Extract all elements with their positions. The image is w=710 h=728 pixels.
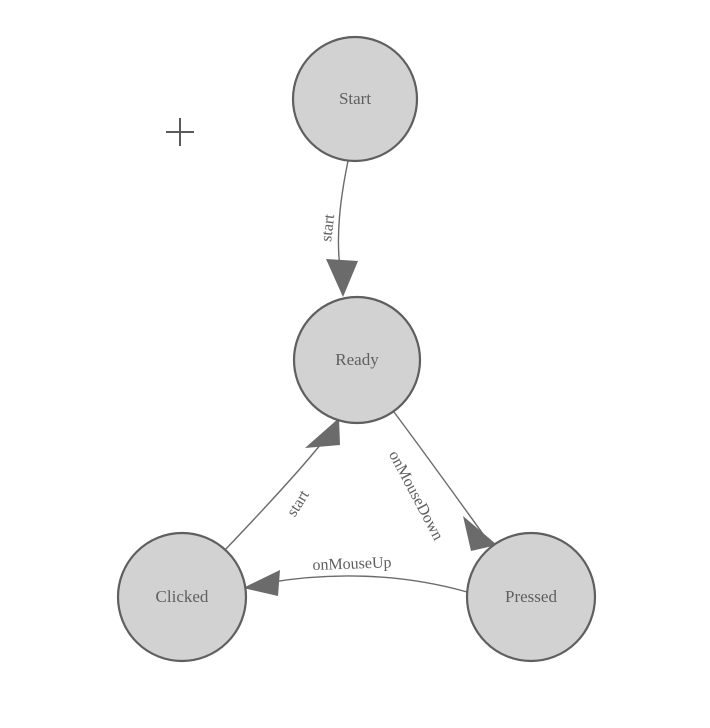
node-start-circle[interactable] [291, 35, 419, 163]
plus-marker-icon[interactable] [166, 118, 194, 146]
node-ready-circle[interactable] [292, 295, 422, 425]
edge-start-to-ready[interactable] [326, 160, 358, 297]
node-start[interactable]: Start [291, 35, 419, 163]
node-ready[interactable]: Ready [292, 295, 422, 425]
node-pressed-label: Pressed [505, 587, 557, 606]
node-start-label: Start [339, 89, 371, 108]
arrowhead-into-pressed [463, 516, 497, 551]
edge-label-ready-to-pressed: onMouseDown [385, 448, 446, 543]
edge-clicked-to-ready[interactable] [223, 418, 340, 552]
node-ready-label: Ready [335, 350, 379, 369]
edge-ready-to-pressed[interactable] [393, 411, 497, 551]
edge-path-clicked-to-ready [223, 443, 322, 552]
edge-label-start-to-ready: start [318, 213, 338, 243]
node-clicked[interactable]: Clicked [116, 531, 248, 663]
edge-path-pressed-to-clicked [265, 575, 468, 593]
arrowhead-into-ready-from-start [326, 259, 358, 297]
node-clicked-label: Clicked [156, 587, 209, 606]
edge-label-clicked-to-ready: start [284, 487, 313, 520]
node-clicked-circle[interactable] [116, 531, 248, 663]
edge-label-pressed-to-clicked: onMouseUp [312, 554, 392, 574]
arrowhead-into-clicked [243, 570, 280, 596]
edge-path-start-to-ready [337, 160, 349, 269]
node-pressed-circle[interactable] [465, 531, 597, 663]
edge-pressed-to-clicked[interactable] [243, 570, 468, 596]
arrowhead-into-ready-from-clicked [305, 418, 340, 448]
edge-path-ready-to-pressed [393, 411, 484, 535]
node-pressed[interactable]: Pressed [465, 531, 597, 663]
